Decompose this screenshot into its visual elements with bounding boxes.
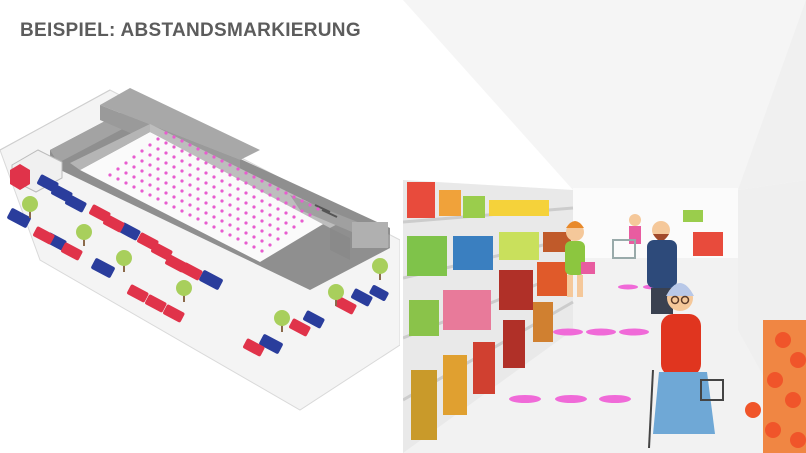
supermarket-aisle-illustration xyxy=(403,0,806,453)
shopper-elderly-woman xyxy=(648,283,724,449)
left-shelves xyxy=(403,180,574,453)
shopper-bearded-man xyxy=(647,221,677,314)
page-title: BEISPIEL: ABSTANDSMARKIERUNG xyxy=(20,20,361,41)
shopper-child xyxy=(612,214,641,259)
store-parking-illustration xyxy=(0,88,400,411)
building xyxy=(50,88,390,290)
distance-markings xyxy=(108,131,320,253)
shopper-woman-green xyxy=(565,221,595,297)
store-floor xyxy=(80,132,330,262)
parked-cars xyxy=(7,174,389,357)
right-shelves xyxy=(683,180,806,453)
